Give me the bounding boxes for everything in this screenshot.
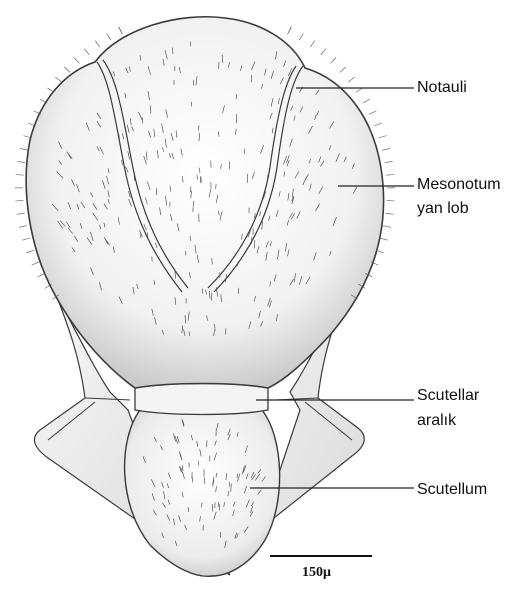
seta-hair	[379, 136, 387, 138]
seta-hair	[55, 77, 61, 82]
seta-hair	[348, 77, 354, 82]
seta-hair	[385, 161, 393, 162]
seta-hair	[189, 332, 190, 336]
seta-hair	[107, 33, 111, 40]
seta-hair	[27, 250, 35, 253]
seta-hair	[32, 262, 39, 265]
seta-hair	[146, 152, 147, 160]
seta-hair	[218, 502, 219, 506]
seta-hair	[19, 226, 27, 228]
seta-hair	[212, 504, 213, 511]
seta-hair	[380, 238, 388, 240]
seta-hair	[340, 67, 346, 72]
seta-hair	[64, 67, 70, 72]
seta-hair	[222, 55, 223, 62]
seta-hair	[202, 503, 203, 507]
seta-hair	[16, 175, 24, 176]
seta-hair	[74, 58, 80, 64]
scutellar-label-line1: Scutellar	[417, 385, 479, 406]
seta-hair	[119, 27, 123, 34]
seta-hair	[382, 148, 390, 150]
seta-hair	[386, 175, 394, 176]
seta-hair	[84, 49, 89, 55]
seta-hair	[17, 213, 25, 214]
seta-hair	[38, 273, 45, 277]
seta-hair	[20, 148, 28, 150]
scutellar-band	[135, 384, 268, 415]
seta-hair	[383, 226, 391, 228]
scutellar-label-line2: aralık	[417, 410, 456, 431]
seta-hair	[331, 58, 337, 64]
scutellum-shape	[125, 410, 280, 576]
seta-hair	[321, 49, 326, 55]
mesonotum-label-line2: yan lob	[417, 198, 469, 219]
seta-hair	[17, 161, 25, 162]
seta-hair	[385, 213, 393, 214]
seta-hair	[288, 27, 292, 34]
scale-bar-label: 150μ	[302, 565, 331, 581]
seta-hair	[369, 111, 376, 114]
seta-hair	[215, 324, 216, 330]
seta-hair	[156, 188, 157, 194]
seta-hair	[310, 41, 315, 48]
mesonotum-shield	[26, 17, 383, 388]
seta-hair	[47, 88, 54, 92]
seta-hair	[199, 126, 200, 131]
seta-hair	[236, 129, 237, 135]
seta-hair	[363, 99, 370, 103]
seta-hair	[185, 315, 186, 323]
seta-hair	[191, 191, 192, 198]
seta-hair	[22, 238, 30, 240]
seta-hair	[374, 123, 381, 126]
seta-hair	[193, 201, 194, 206]
seta-hair	[299, 33, 303, 40]
seta-hair	[95, 41, 100, 48]
mesonotum-label-line1: Mesonotum	[417, 174, 501, 195]
notauli-label: Notauli	[417, 77, 467, 98]
scutellum-label: Scutellum	[417, 479, 487, 500]
